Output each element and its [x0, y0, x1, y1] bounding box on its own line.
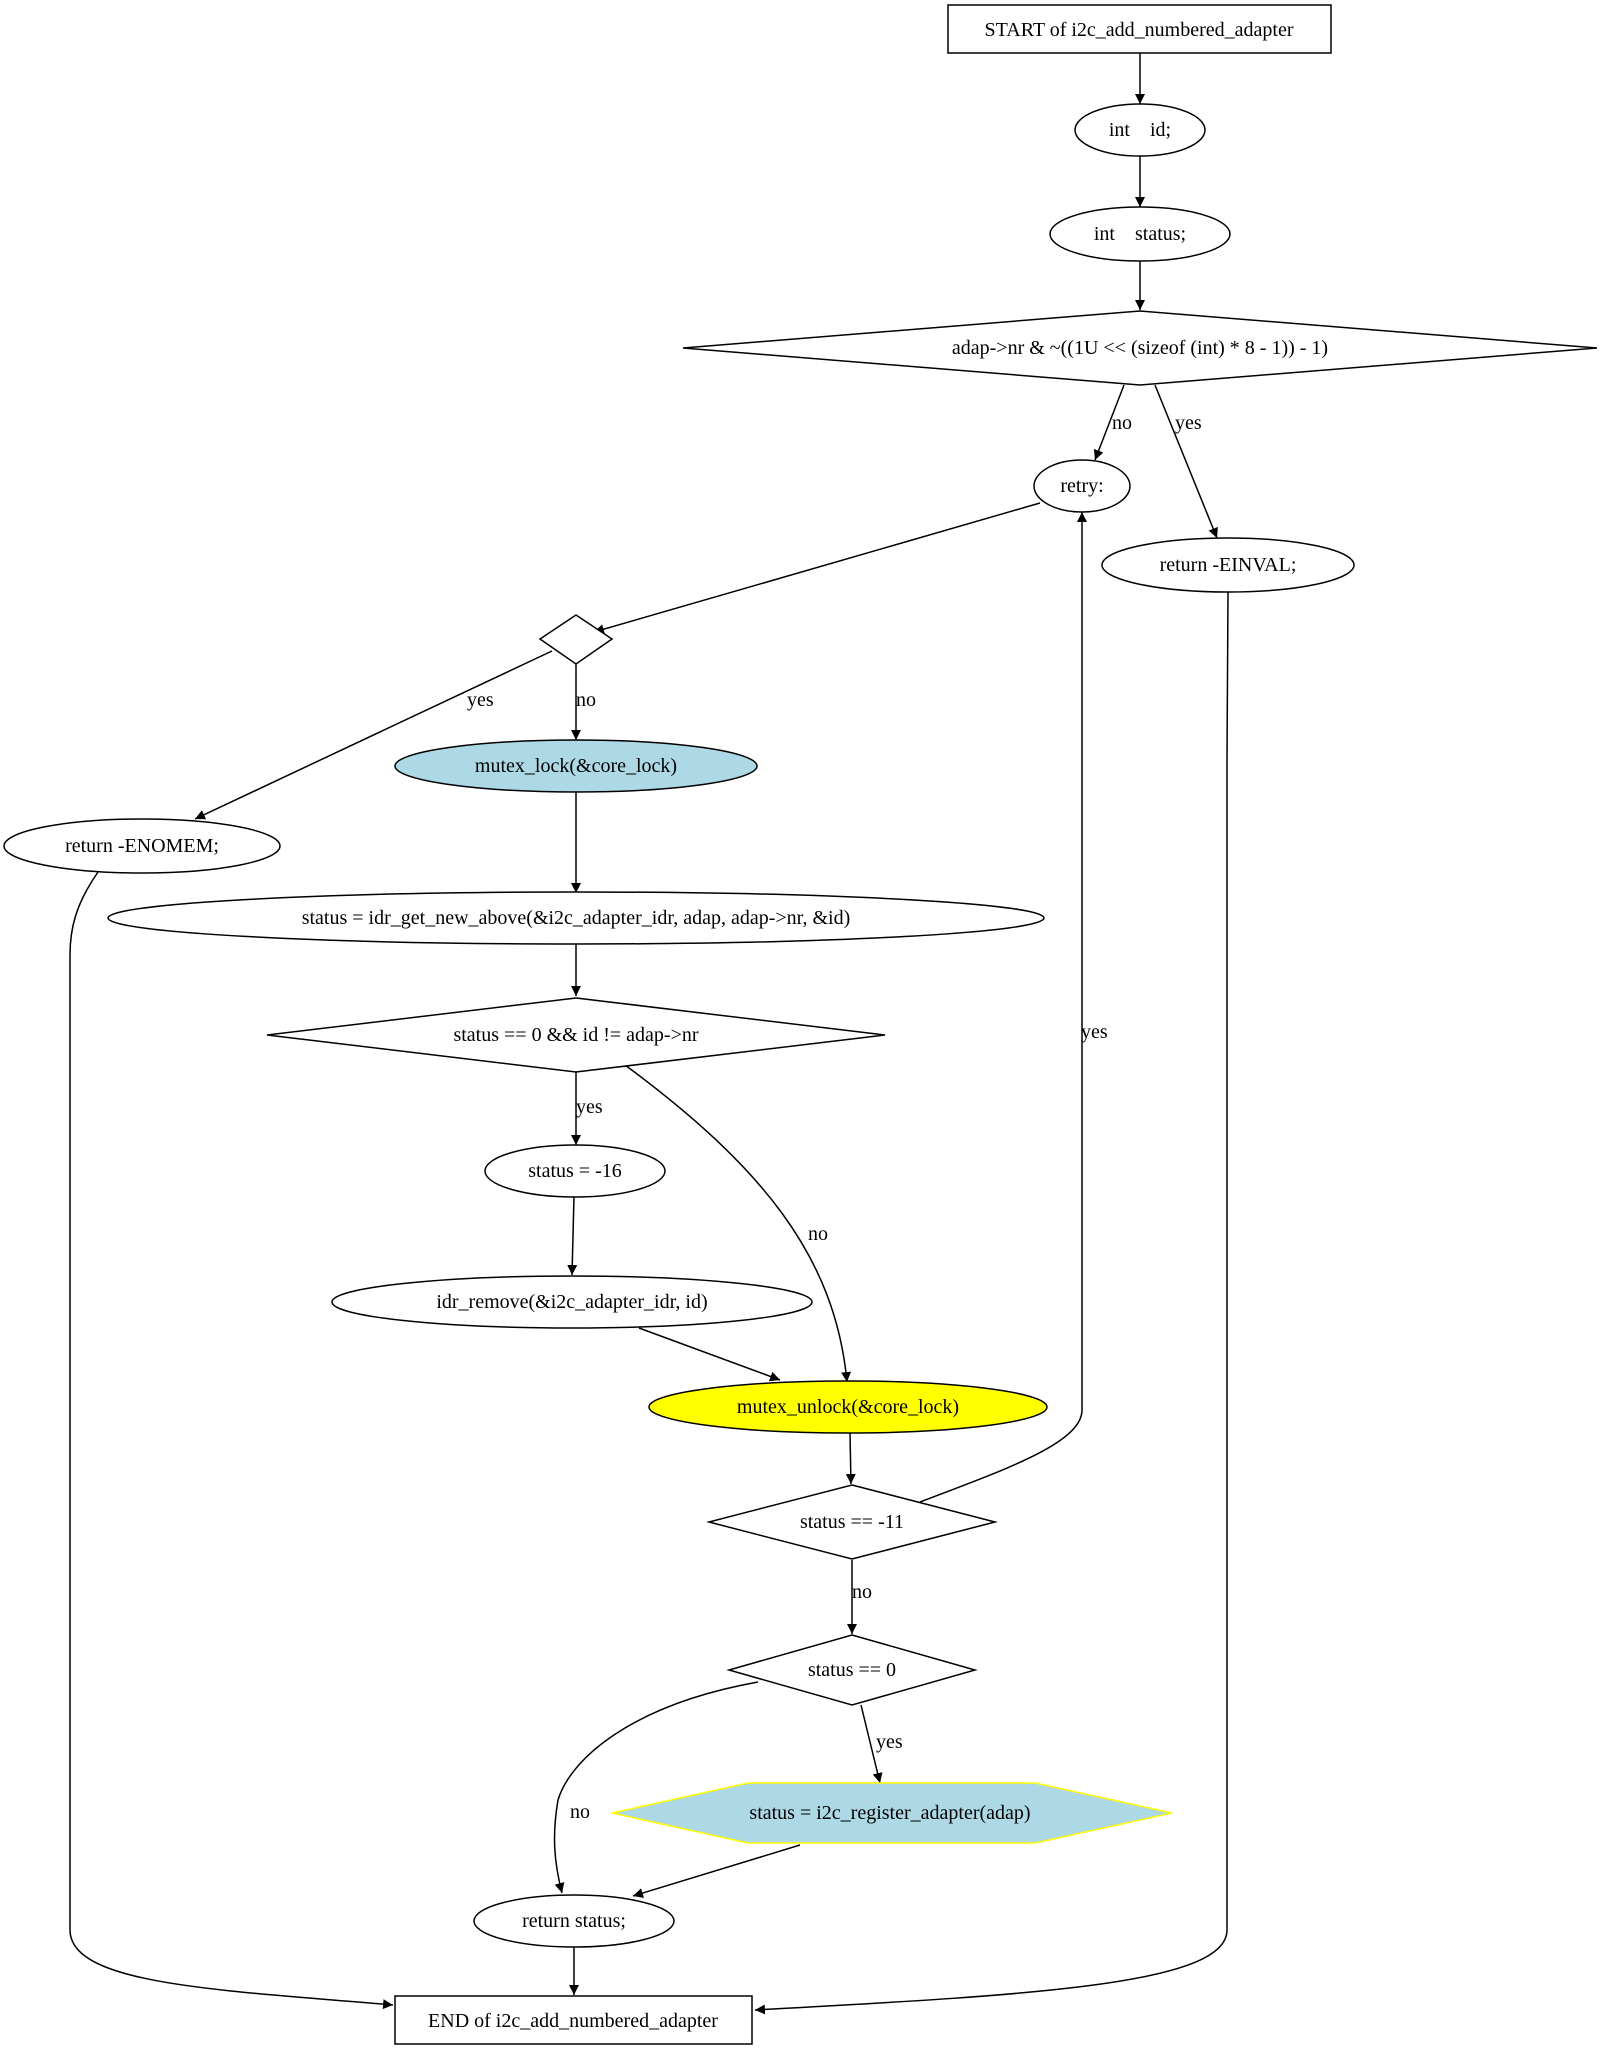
- edge-check-zero-to-return-status: [553, 1681, 759, 1894]
- edge-check-id-to-mutex-unlock: [624, 1064, 852, 1383]
- edge-status-16-to-idr-remove: [567, 1195, 578, 1276]
- edge-labels: no yes yes no yes no yes no yes no: [467, 412, 1202, 1823]
- status-minus16-node: status = -16: [484, 1144, 666, 1198]
- idr-get-new-label: status = idr_get_new_above(&i2c_adapter_…: [302, 907, 851, 929]
- return-enomem-label: return -ENOMEM;: [65, 835, 219, 857]
- edge-label-check-nr-no: no: [1112, 412, 1132, 434]
- edge-check-nr-to-retry: [1093, 384, 1125, 461]
- check-id-label: status == 0 && id != adap->nr: [453, 1024, 698, 1046]
- end-node-label: END of i2c_add_numbered_adapter: [428, 2010, 718, 2032]
- edge-label-eagain-no: no: [852, 1581, 872, 1603]
- mutex-lock-label: mutex_lock(&core_lock): [475, 755, 677, 777]
- edge-empty-to-enomem: [194, 650, 553, 820]
- register-adapter-label: status = i2c_register_adapter(adap): [749, 1802, 1030, 1824]
- start-node: START of i2c_add_numbered_adapter: [947, 4, 1332, 54]
- decl-id-node: int id;: [1074, 103, 1206, 157]
- edge-mutex-unlock-to-check-eagain: [845, 1432, 856, 1485]
- decl-status-node: int status;: [1049, 206, 1231, 262]
- edge-retry-to-empty-decision: [593, 502, 1041, 635]
- check-nr-label: adap->nr & ~((1U << (sizeof (int) * 8 - …: [952, 337, 1328, 359]
- check-zero-label: status == 0: [808, 1659, 896, 1681]
- idr-get-new-node: status = idr_get_new_above(&i2c_adapter_…: [107, 891, 1045, 945]
- return-enomem-node: return -ENOMEM;: [3, 818, 281, 874]
- edge-einval-to-end: [754, 591, 1229, 2015]
- end-node: END of i2c_add_numbered_adapter: [394, 1995, 753, 2045]
- mutex-unlock-label: mutex_unlock(&core_lock): [737, 1396, 959, 1418]
- return-einval-node: return -EINVAL;: [1101, 537, 1355, 593]
- edge-label-empty-yes: yes: [467, 689, 494, 711]
- edge-label-zero-yes: yes: [876, 1731, 903, 1753]
- idr-remove-label: idr_remove(&i2c_adapter_idr, id): [436, 1291, 707, 1313]
- edge-check-eagain-to-retry: [919, 512, 1087, 1503]
- edge-label-check-id-yes: yes: [576, 1096, 603, 1118]
- edge-label-check-nr-yes: yes: [1175, 412, 1202, 434]
- mutex-unlock-node: mutex_unlock(&core_lock): [648, 1380, 1048, 1434]
- edge-label-check-id-no: no: [808, 1223, 828, 1245]
- status-minus16-label: status = -16: [528, 1160, 622, 1182]
- decl-status-label: int status;: [1094, 223, 1186, 245]
- edges: [69, 53, 1229, 2015]
- retry-node: retry:: [1033, 459, 1131, 513]
- return-status-node: return status;: [473, 1894, 675, 1948]
- empty-decision: [538, 614, 614, 665]
- start-node-label: START of i2c_add_numbered_adapter: [985, 19, 1294, 41]
- register-adapter-node: status = i2c_register_adapter(adap): [611, 1782, 1173, 1844]
- edge-enomem-to-end: [69, 871, 394, 2010]
- check-eagain-decision: status == -11: [706, 1484, 998, 1560]
- edge-check-zero-to-register: [860, 1704, 883, 1784]
- retry-label: retry:: [1060, 475, 1103, 497]
- idr-remove-node: idr_remove(&i2c_adapter_idr, id): [331, 1275, 813, 1329]
- return-einval-label: return -EINVAL;: [1160, 554, 1297, 576]
- nodes: START of i2c_add_numbered_adapter int id…: [3, 4, 1598, 2045]
- check-zero-decision: status == 0: [726, 1634, 978, 1706]
- mutex-lock-node: mutex_lock(&core_lock): [394, 739, 758, 793]
- check-nr-decision: adap->nr & ~((1U << (sizeof (int) * 8 - …: [682, 310, 1598, 386]
- check-eagain-label: status == -11: [800, 1511, 904, 1533]
- edge-idr-remove-to-mutex-unlock: [638, 1327, 781, 1382]
- check-id-decision: status == 0 && id != adap->nr: [266, 997, 886, 1073]
- edge-label-eagain-yes: yes: [1081, 1021, 1108, 1043]
- return-status-label: return status;: [522, 1910, 626, 1932]
- decl-id-label: int id;: [1109, 119, 1171, 141]
- edge-register-to-return-status: [632, 1844, 801, 1898]
- edge-check-nr-to-einval: [1154, 384, 1218, 539]
- edge-label-empty-no: no: [576, 689, 596, 711]
- edge-label-zero-no: no: [570, 1801, 590, 1823]
